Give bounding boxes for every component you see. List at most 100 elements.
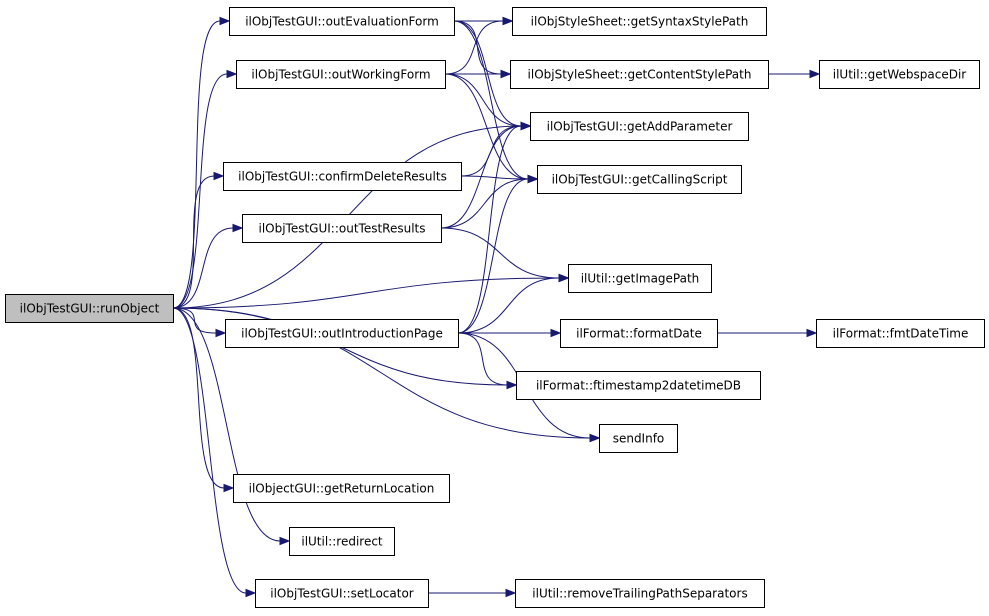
edge-run-object-to-redirect	[172, 307, 281, 542]
node-get-calling-script[interactable]: ilObjTestGUI::getCallingScript	[537, 165, 742, 194]
arrowhead-format-date	[550, 328, 562, 338]
arrowhead-set-locator	[245, 588, 257, 598]
edge-layer	[172, 16, 821, 598]
arrowhead-get-image-path	[558, 273, 570, 283]
node-format-date[interactable]: ilFormat::formatDate	[560, 319, 718, 348]
node-label-redirect: ilUtil::redirect	[301, 535, 383, 549]
arrowhead-redirect	[279, 536, 291, 546]
edge-out-working-form-to-get-syntax-style-path	[444, 20, 504, 75]
node-label-get-image-path: ilUtil::getImagePath	[581, 272, 700, 286]
edge-run-object-to-out-test-results	[172, 227, 234, 309]
node-label-fmt-date-time: ilFormat::fmtDateTime	[833, 327, 969, 341]
arrowhead-get-webspace-dir	[809, 69, 821, 79]
arrowhead-get-calling-script	[527, 174, 539, 184]
node-box-fmt-date-time	[816, 319, 985, 348]
arrowhead-remove-trailing-path-separators	[505, 588, 517, 598]
arrowhead-out-evaluation-form	[219, 16, 231, 26]
node-out-working-form[interactable]: ilObjTestGUI::outWorkingForm	[236, 60, 446, 89]
node-label-run-object: ilObjTestGUI::runObject	[20, 302, 160, 316]
arrowhead-get-content-style-path	[500, 69, 512, 79]
node-redirect[interactable]: ilUtil::redirect	[289, 527, 395, 556]
node-label-ftimestamp2datetime-db: ilFormat::ftimestamp2datetimeDB	[536, 379, 741, 393]
node-label-get-return-location: ilObjectGUI::getReturnLocation	[249, 482, 435, 496]
node-box-get-syntax-style-path	[512, 7, 767, 36]
node-box-run-object	[5, 294, 174, 323]
node-box-format-date	[560, 319, 718, 348]
node-fmt-date-time[interactable]: ilFormat::fmtDateTime	[816, 319, 985, 348]
node-label-get-webspace-dir: ilUtil::getWebspaceDir	[833, 68, 967, 82]
node-label-format-date: ilFormat::formatDate	[576, 327, 702, 341]
arrowhead-out-introduction-page	[215, 328, 227, 338]
edge-out-working-form-to-get-calling-script	[444, 73, 529, 180]
arrowhead-send-info	[589, 433, 601, 443]
edge-out-introduction-page-to-get-image-path	[457, 277, 560, 334]
edge-run-object-to-out-evaluation-form	[172, 20, 221, 309]
node-box-send-info	[599, 424, 678, 453]
node-label-set-locator: ilObjTestGUI::setLocator	[270, 587, 414, 601]
edge-run-object-to-out-working-form	[172, 73, 228, 309]
node-label-get-syntax-style-path: ilObjStyleSheet::getSyntaxStylePath	[531, 15, 749, 29]
node-box-out-working-form	[236, 60, 446, 89]
node-label-confirm-delete-results: ilObjTestGUI::confirmDeleteResults	[238, 170, 447, 184]
edge-out-introduction-page-to-ftimestamp2datetime-db	[457, 332, 508, 386]
node-box-ftimestamp2datetime-db	[516, 371, 761, 400]
node-label-send-info: sendInfo	[613, 432, 665, 446]
node-label-out-test-results: ilObjTestGUI::outTestResults	[258, 222, 425, 236]
node-get-return-location[interactable]: ilObjectGUI::getReturnLocation	[233, 474, 450, 503]
edge-run-object-to-get-return-location	[172, 307, 225, 489]
edge-out-test-results-to-get-calling-script	[440, 178, 529, 229]
node-confirm-delete-results[interactable]: ilObjTestGUI::confirmDeleteResults	[223, 162, 462, 191]
node-box-get-image-path	[568, 264, 712, 293]
node-box-set-locator	[255, 579, 429, 608]
arrowhead-fmt-date-time	[806, 328, 818, 338]
edge-run-object-to-confirm-delete-results	[172, 175, 215, 309]
node-get-syntax-style-path[interactable]: ilObjStyleSheet::getSyntaxStylePath	[512, 7, 767, 36]
node-box-get-webspace-dir	[819, 60, 980, 89]
arrowhead-out-test-results	[232, 223, 244, 233]
node-out-introduction-page[interactable]: ilObjTestGUI::outIntroductionPage	[225, 319, 459, 348]
node-get-add-parameter[interactable]: ilObjTestGUI::getAddParameter	[530, 112, 749, 141]
node-label-out-introduction-page: ilObjTestGUI::outIntroductionPage	[241, 327, 443, 341]
edge-out-test-results-to-get-add-parameter	[440, 125, 522, 229]
node-get-content-style-path[interactable]: ilObjStyleSheet::getContentStylePath	[510, 60, 769, 89]
node-get-webspace-dir[interactable]: ilUtil::getWebspaceDir	[819, 60, 980, 89]
edge-out-working-form-to-get-add-parameter	[444, 73, 522, 127]
arrowhead-get-syntax-style-path	[502, 16, 514, 26]
node-send-info[interactable]: sendInfo	[599, 424, 678, 453]
node-box-get-content-style-path	[510, 60, 769, 89]
node-get-image-path[interactable]: ilUtil::getImagePath	[568, 264, 712, 293]
edge-run-object-to-out-introduction-page	[172, 307, 217, 334]
node-label-get-content-style-path: ilObjStyleSheet::getContentStylePath	[528, 68, 752, 82]
node-remove-trailing-path-separators[interactable]: ilUtil::removeTrailingPathSeparators	[515, 579, 765, 608]
arrowhead-get-return-location	[223, 483, 235, 493]
node-set-locator[interactable]: ilObjTestGUI::setLocator	[255, 579, 429, 608]
arrowhead-out-working-form	[226, 69, 238, 79]
edge-run-object-to-send-info	[172, 307, 591, 439]
node-ftimestamp2datetime-db[interactable]: ilFormat::ftimestamp2datetimeDB	[516, 371, 761, 400]
edge-out-introduction-page-to-get-add-parameter	[457, 125, 522, 334]
node-box-out-introduction-page	[225, 319, 459, 348]
edge-out-introduction-page-to-get-calling-script	[457, 178, 529, 334]
edge-run-object-to-get-image-path	[172, 277, 560, 309]
node-box-out-evaluation-form	[229, 7, 455, 36]
node-out-evaluation-form[interactable]: ilObjTestGUI::outEvaluationForm	[229, 7, 455, 36]
node-label-get-add-parameter: ilObjTestGUI::getAddParameter	[547, 120, 733, 134]
edge-out-test-results-to-get-image-path	[440, 227, 560, 279]
node-box-get-add-parameter	[530, 112, 749, 141]
node-box-confirm-delete-results	[223, 162, 462, 191]
arrowhead-ftimestamp2datetime-db	[506, 380, 518, 390]
node-out-test-results[interactable]: ilObjTestGUI::outTestResults	[242, 214, 442, 243]
arrowhead-get-add-parameter	[520, 121, 532, 131]
node-box-out-test-results	[242, 214, 442, 243]
node-run-object[interactable]: ilObjTestGUI::runObject	[5, 294, 174, 323]
node-box-redirect	[289, 527, 395, 556]
edge-out-evaluation-form-to-get-calling-script	[453, 20, 529, 180]
node-label-get-calling-script: ilObjTestGUI::getCallingScript	[552, 173, 728, 187]
arrowhead-confirm-delete-results	[213, 171, 225, 181]
node-label-out-working-form: ilObjTestGUI::outWorkingForm	[251, 68, 430, 82]
node-label-out-evaluation-form: ilObjTestGUI::outEvaluationForm	[245, 15, 439, 29]
node-box-get-return-location	[233, 474, 450, 503]
node-layer: ilObjTestGUI::runObjectilObjTestGUI::out…	[5, 7, 985, 608]
node-box-remove-trailing-path-separators	[515, 579, 765, 608]
